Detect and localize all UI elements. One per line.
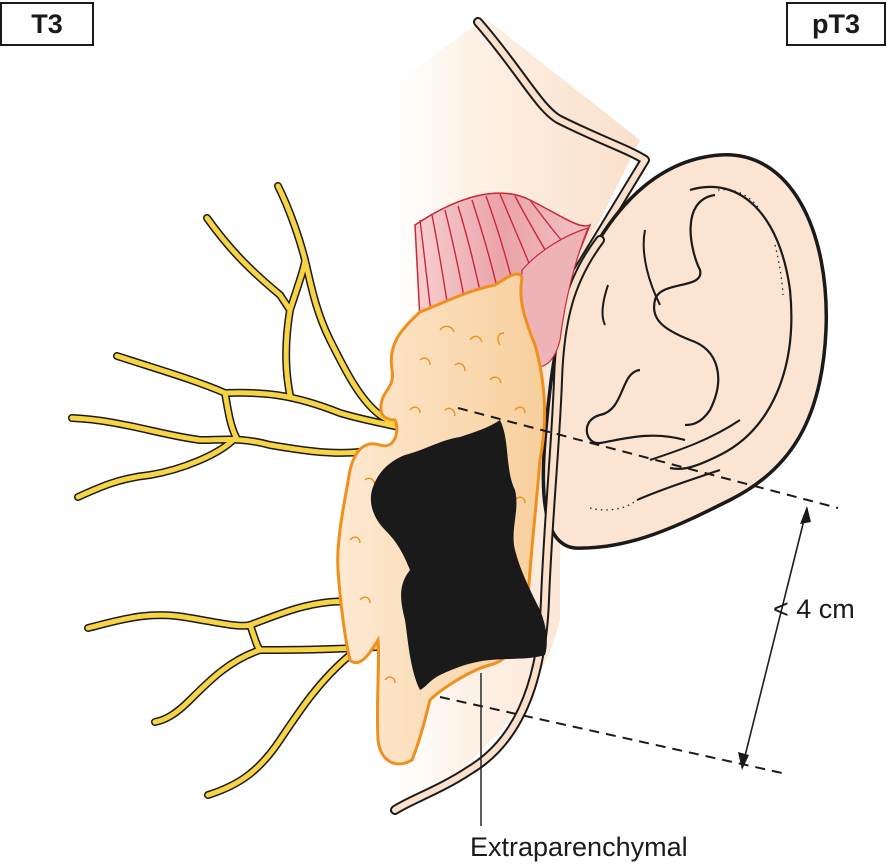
pathologic-stage-badge: pT3 <box>786 2 886 46</box>
clinical-stage-label: T3 <box>31 8 63 39</box>
ear-helix <box>669 185 793 471</box>
measurement-guides <box>439 407 839 774</box>
double-headed-arrow-icon <box>738 506 811 770</box>
size-annotation: < 4 cm <box>773 594 855 624</box>
ear-antihelix <box>652 193 720 427</box>
tumor-mass <box>370 420 547 690</box>
pathologic-stage-label: pT3 <box>811 8 860 39</box>
extraparenchymal-annotation: Extraparenchymal <box>470 832 688 862</box>
lower-guide-line <box>439 696 783 774</box>
clinical-stage-badge: T3 <box>0 2 94 46</box>
ear-tragus <box>585 368 686 445</box>
upper-guide-line <box>457 407 839 509</box>
